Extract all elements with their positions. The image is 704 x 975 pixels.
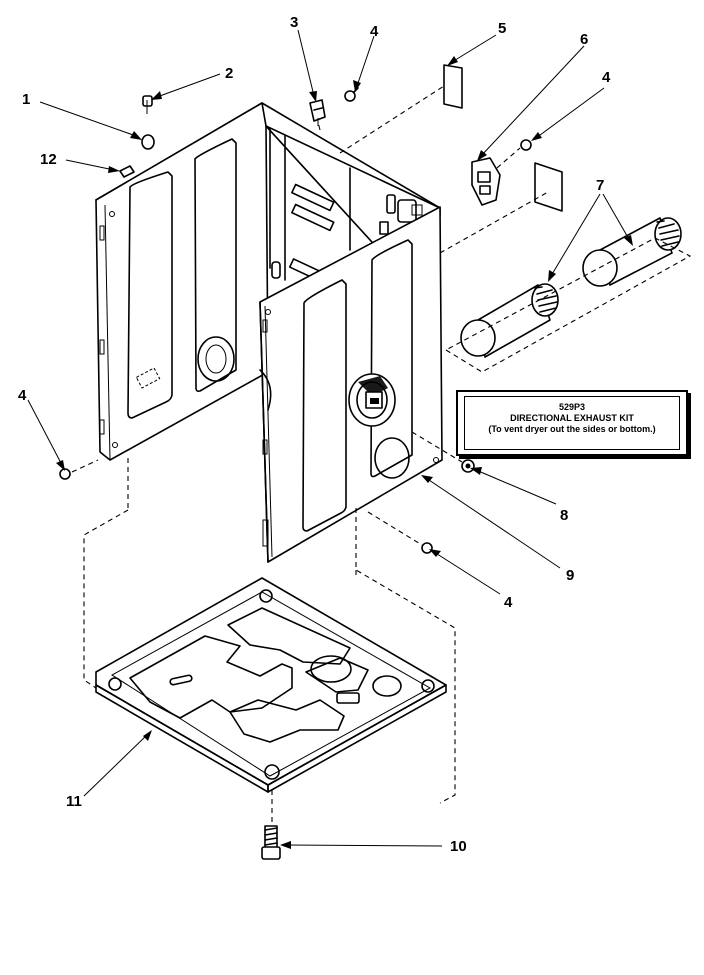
callout-5: 5 <box>498 20 506 37</box>
kit-part-number: 529P3 <box>558 402 586 412</box>
screw-part-4-kit <box>520 139 532 151</box>
leveling-leg-10 <box>261 825 281 860</box>
kit-title: DIRECTIONAL EXHAUST KIT <box>510 413 634 423</box>
callout-2: 2 <box>225 65 233 82</box>
exhaust-duct-7a <box>460 283 559 358</box>
callout-labels: 1 2 3 4 5 6 4 7 12 4 8 9 4 11 10 <box>18 14 611 855</box>
callout-9: 9 <box>566 567 574 584</box>
callout-4-top: 4 <box>370 23 379 40</box>
screw-part-4-top <box>344 87 359 102</box>
callout-8: 8 <box>560 507 568 524</box>
callout-7: 7 <box>596 177 604 194</box>
exhaust-kit-label: 529P3 DIRECTIONAL EXHAUST KIT (To vent d… <box>464 396 680 450</box>
exhaust-kit-label-box: 529P3 DIRECTIONAL EXHAUST KIT (To vent d… <box>456 390 688 456</box>
callout-4-bottom: 4 <box>504 594 513 611</box>
cabinet-rear-panel <box>259 206 443 563</box>
cabinet-side-and-back-panel <box>95 102 441 461</box>
exhaust-port <box>348 373 396 427</box>
callout-4-left: 4 <box>18 387 27 404</box>
leader-arrows <box>27 29 633 849</box>
clip-part-3 <box>309 99 326 126</box>
kit-note: (To vent dryer out the sides or bottom.) <box>488 424 656 434</box>
exhaust-bracket-6 <box>471 157 501 206</box>
callout-6: 6 <box>580 31 588 48</box>
cabinet-base-11 <box>95 577 447 793</box>
screw-part-4-bottom <box>421 542 433 554</box>
callout-11: 11 <box>66 793 82 810</box>
screw-part-8 <box>461 459 475 473</box>
callout-10: 10 <box>450 838 467 855</box>
plug-part-1 <box>141 134 155 150</box>
exhaust-cover-plate-5 <box>443 64 463 109</box>
button-part-12 <box>119 165 135 178</box>
exhaust-duct-7b <box>582 217 682 287</box>
callout-1: 1 <box>22 91 30 108</box>
assembly-lines <box>71 85 549 826</box>
screw-part-4-left <box>59 468 71 480</box>
callout-12: 12 <box>40 151 57 168</box>
callout-4-kit: 4 <box>602 69 611 86</box>
callout-3: 3 <box>290 14 298 31</box>
exhaust-cover-plate-5b <box>534 162 563 212</box>
screw-part-2 <box>142 95 153 114</box>
